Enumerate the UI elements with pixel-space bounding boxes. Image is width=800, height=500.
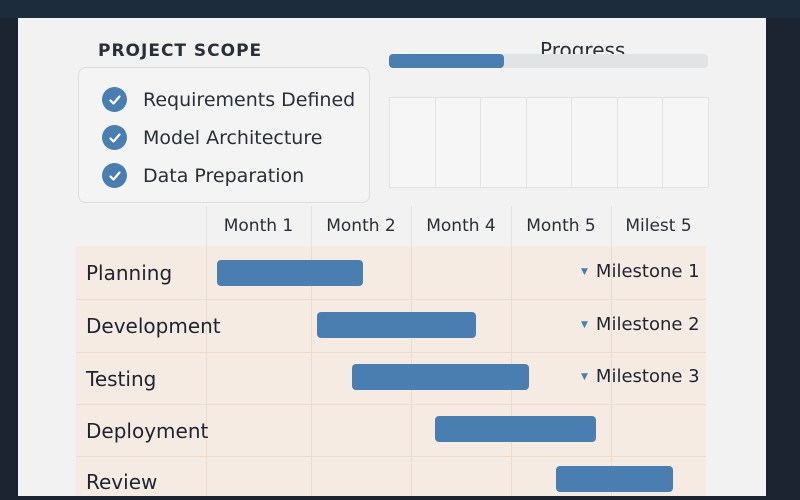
scope-item-label: Data Preparation	[143, 164, 305, 187]
task-bar-review[interactable]	[556, 466, 673, 492]
milestone-label: Milestone 3	[595, 366, 700, 387]
task-label-planning: Planning	[86, 261, 173, 285]
milestone-3: ▼ Milestone 3	[581, 366, 700, 387]
checkmark-icon	[102, 125, 127, 150]
milestone-1: ▼ Milestone 1	[581, 261, 700, 282]
scope-item-requirements: Requirements Defined	[102, 87, 355, 112]
task-bar-deployment[interactable]	[435, 416, 596, 442]
task-label-review: Review	[86, 470, 158, 494]
project-scope-panel: Requirements Defined Model Architecture …	[78, 67, 370, 203]
task-bar-planning[interactable]	[217, 260, 363, 286]
task-bar-testing[interactable]	[352, 364, 529, 390]
task-bar-development[interactable]	[317, 312, 476, 338]
month-header: Month 5	[526, 216, 596, 236]
month-header: Milest 5	[625, 216, 692, 236]
milestone-2: ▼ Milestone 2	[581, 314, 700, 335]
checkmark-icon	[102, 163, 127, 188]
progress-bar	[389, 54, 708, 68]
task-label-testing: Testing	[86, 367, 157, 391]
gantt-chart: Month 1 Month 2 Month 4 Month 5 Milest 5…	[76, 206, 706, 496]
task-label-deployment: Deployment	[86, 419, 209, 443]
project-scope-title: PROJECT SCOPE	[98, 41, 263, 61]
progress-bar-fill	[389, 54, 504, 68]
month-header: Month 1	[223, 216, 294, 236]
caret-down-icon: ▼	[581, 266, 588, 277]
progress-grid	[389, 97, 709, 188]
gantt-body: Planning Development Testing Deployment …	[76, 246, 706, 496]
scope-item-model-architecture: Model Architecture	[102, 125, 322, 150]
month-header: Month 2	[326, 216, 396, 236]
milestone-label: Milestone 1	[595, 261, 700, 282]
task-label-development: Development	[86, 314, 221, 338]
month-header: Month 4	[426, 216, 496, 236]
project-dashboard: PROJECT SCOPE Requirements Defined Model…	[18, 18, 766, 496]
caret-down-icon: ▼	[581, 319, 588, 330]
scope-item-data-preparation: Data Preparation	[102, 163, 304, 188]
milestone-label: Milestone 2	[595, 314, 700, 335]
scope-item-label: Requirements Defined	[143, 88, 356, 111]
top-bar	[0, 0, 800, 18]
checkmark-icon	[102, 87, 127, 112]
scope-item-label: Model Architecture	[143, 126, 323, 149]
caret-down-icon: ▼	[581, 371, 588, 382]
